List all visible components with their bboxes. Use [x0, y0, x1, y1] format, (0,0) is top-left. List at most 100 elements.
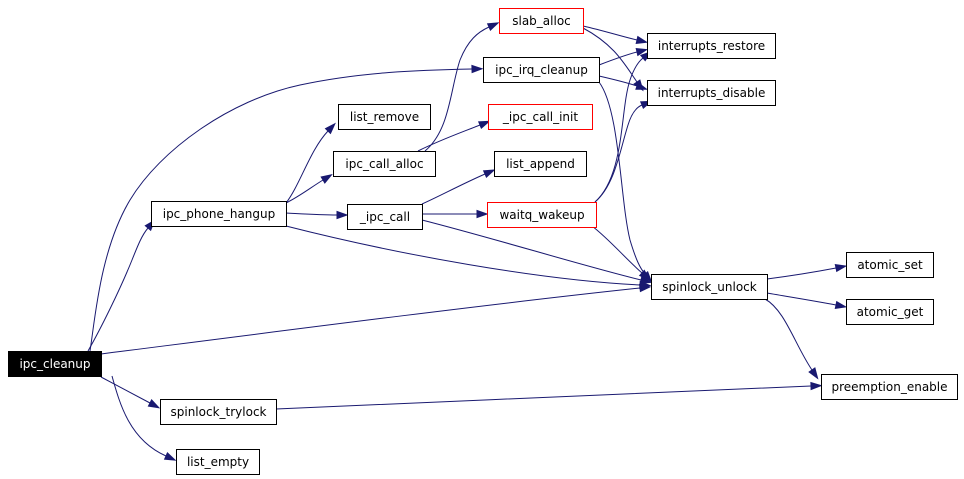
edge-arrowhead: [635, 48, 649, 57]
edge-line: [598, 81, 646, 275]
edge-line: [598, 75, 638, 87]
node-label: interrupts_restore: [658, 39, 765, 53]
node-list-remove[interactable]: list_remove: [338, 104, 431, 130]
node-list-append[interactable]: list_append: [494, 151, 587, 177]
edge-arrowhead: [638, 269, 651, 281]
edge-arrowhead: [336, 210, 349, 220]
edge-slab_alloc-to-interrupts_restore: [582, 25, 649, 44]
node-ipc-cleanup[interactable]: ipc_cleanup: [8, 351, 102, 377]
edge-ipc_cleanup-to-spinlock_unlock: [100, 283, 652, 355]
node-atomic-set[interactable]: atomic_set: [846, 252, 934, 278]
node-box: [338, 104, 431, 130]
edge-ipc_phone_hangup-to-ipc_call_alloc: [285, 174, 333, 204]
edge-arrowhead: [163, 451, 177, 461]
edge-line: [582, 25, 638, 41]
node-label: ipc_cleanup: [19, 357, 90, 371]
edge-line: [100, 287, 641, 355]
node-label: spinlock_trylock: [171, 405, 267, 419]
node-box: [347, 204, 423, 230]
node-label: slab_alloc: [512, 14, 571, 28]
edge-arrowhead: [477, 120, 491, 130]
edge-line: [285, 179, 324, 204]
node-box: [846, 252, 934, 278]
edge-line: [766, 292, 837, 306]
node-waitq-wakeup[interactable]: waitq_wakeup: [487, 202, 597, 228]
node-ipc-irq-cleanup[interactable]: ipc_irq_cleanup: [483, 57, 600, 83]
edge-ipc_irq_cleanup-to-interrupts_restore: [598, 48, 649, 66]
edge-ipc_phone_hangup-to-list_remove: [285, 122, 336, 204]
node-box: [499, 8, 584, 34]
edge-line: [764, 298, 813, 371]
node-label: waitq_wakeup: [499, 208, 584, 222]
node-ipc-call-alloc[interactable]: ipc_call_alloc: [333, 151, 436, 177]
edge-spinlock_trylock-to-preemption_enable: [275, 381, 823, 410]
edge-ipc_cleanup-to-ipc_phone_hangup: [87, 219, 156, 352]
node-ipc-phone-hangup[interactable]: ipc_phone_hangup: [151, 201, 287, 227]
node-preemption-enable[interactable]: preemption_enable: [821, 374, 958, 400]
node-spinlock-unlock[interactable]: spinlock_unlock: [651, 274, 768, 300]
node-spinlock-trylock[interactable]: spinlock_trylock: [160, 399, 277, 425]
edge-ipc_cleanup-to-spinlock_trylock: [100, 376, 161, 409]
edge-spinlock_unlock-to-preemption_enable: [764, 298, 819, 380]
node-slab-alloc[interactable]: slab_alloc: [499, 8, 584, 34]
edge-line: [582, 27, 638, 83]
edge-spinlock_unlock-to-atomic_get: [766, 292, 848, 309]
node-label: list_append: [506, 157, 575, 171]
edge-arrowhead: [324, 122, 336, 135]
edge-line: [421, 219, 642, 281]
edge-line: [89, 68, 473, 352]
node-label: _ipc_call: [359, 210, 410, 224]
edge-line: [421, 173, 486, 205]
edge-arrowhead: [834, 300, 848, 309]
node-box: [647, 80, 776, 106]
node-box: [651, 274, 768, 300]
node-label: ipc_call_alloc: [345, 157, 423, 171]
node-interrupts-disable[interactable]: interrupts_disable: [647, 80, 776, 106]
edge-ipc_phone_hangup-to-_ipc_call: [285, 210, 349, 220]
node-label: list_empty: [187, 455, 249, 469]
edge-spinlock_unlock-to-atomic_set: [766, 264, 848, 280]
node-label: atomic_set: [857, 258, 923, 272]
edge-line: [594, 57, 644, 203]
edge-waitq_wakeup-to-interrupts_restore: [594, 50, 652, 203]
edge-arrowhead: [476, 209, 489, 219]
node--ipc-call-init[interactable]: _ipc_call_init: [488, 104, 593, 130]
edge-_ipc_call-to-list_append: [421, 169, 496, 205]
edge-_ipc_call-to-spinlock_unlock: [421, 219, 653, 284]
edge-ipc_call_alloc-to-_ipc_call_init: [417, 120, 491, 152]
edge-line: [100, 376, 151, 404]
edge-arrowhead: [639, 275, 653, 284]
node-box: [647, 33, 776, 59]
edge-line: [598, 51, 638, 66]
edge-line: [424, 26, 490, 152]
node-label: interrupts_disable: [658, 86, 766, 100]
node--ipc-call[interactable]: _ipc_call: [347, 204, 423, 230]
edge-arrowhead: [808, 367, 819, 380]
edge-arrowhead: [320, 174, 333, 184]
node-list-empty[interactable]: list_empty: [176, 449, 260, 475]
node-box: [160, 399, 277, 425]
node-label: ipc_phone_hangup: [163, 207, 276, 221]
node-box: [483, 57, 600, 83]
node-box: [176, 449, 260, 475]
call-graph-edges: [87, 22, 848, 461]
node-box: [333, 151, 436, 177]
edge-line: [766, 267, 837, 280]
node-box: [151, 201, 287, 227]
node-label: ipc_irq_cleanup: [495, 63, 588, 77]
edge-arrowhead: [482, 169, 496, 179]
edge-arrowhead: [147, 399, 161, 409]
edge-line: [111, 375, 167, 457]
node-atomic-get[interactable]: atomic_get: [846, 299, 934, 325]
edge-ipc_call_alloc-to-slab_alloc: [424, 22, 500, 152]
node-interrupts-restore[interactable]: interrupts_restore: [647, 33, 776, 59]
node-box: [8, 351, 102, 377]
edge-line: [591, 225, 643, 274]
edge-line: [594, 104, 643, 203]
edge-line: [87, 227, 149, 352]
node-label: _ipc_call_init: [502, 110, 578, 124]
node-box: [487, 202, 597, 228]
edge-_ipc_call-to-waitq_wakeup: [422, 209, 489, 219]
edge-arrowhead: [810, 381, 823, 391]
edge-line: [417, 124, 481, 152]
